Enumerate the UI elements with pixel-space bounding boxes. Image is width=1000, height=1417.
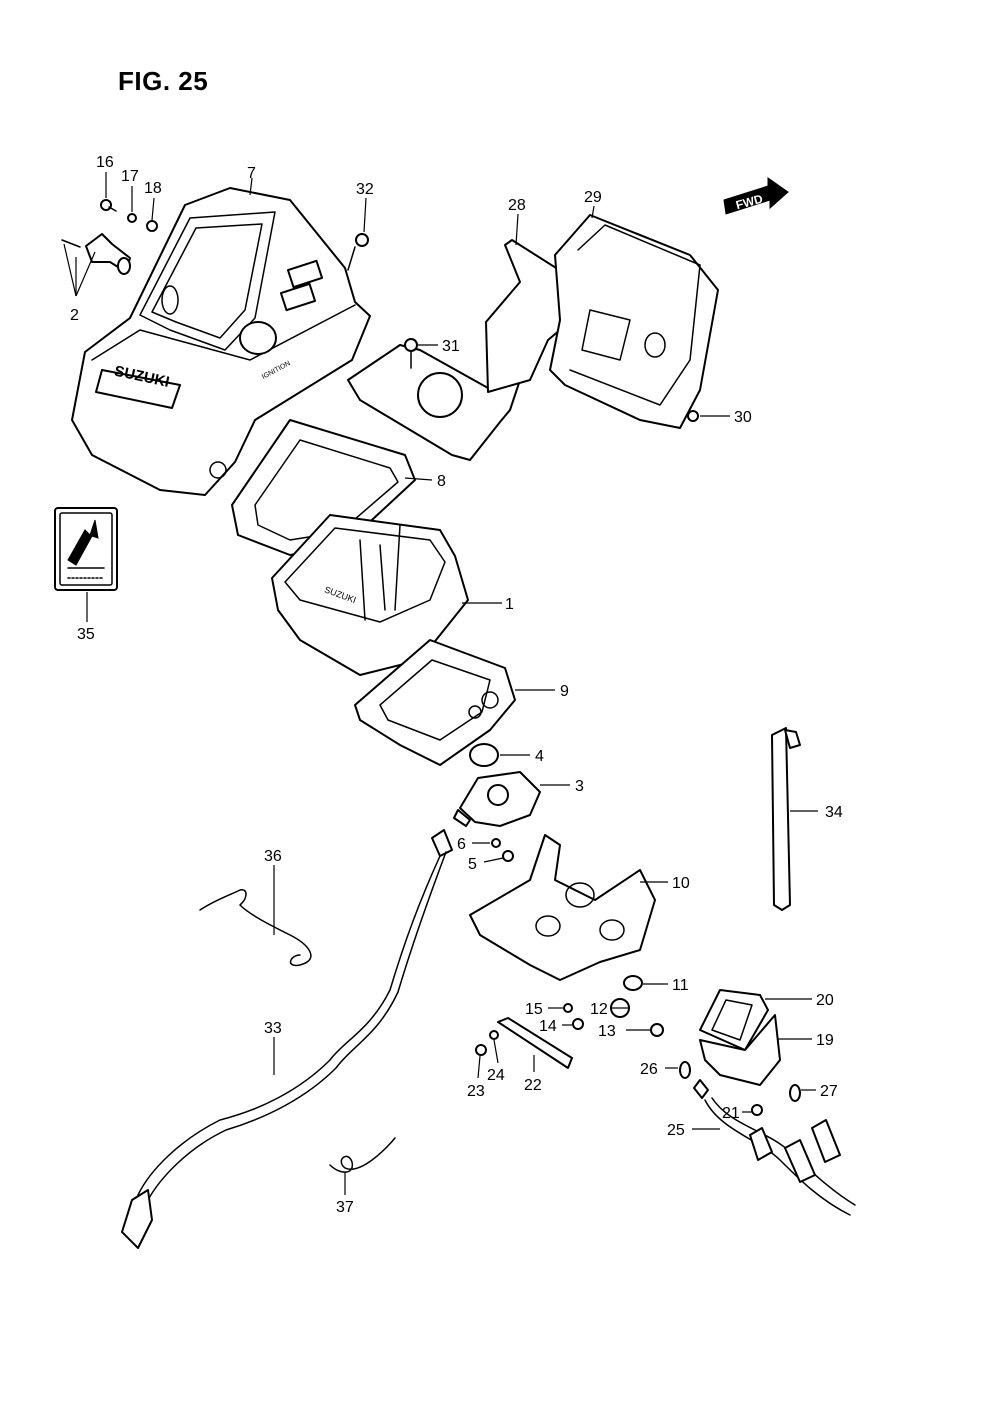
- callout-20: 20: [816, 992, 834, 1009]
- callout-7: 7: [247, 165, 256, 182]
- callout-8: 8: [437, 473, 446, 490]
- screw-part-31: [404, 338, 418, 369]
- screw-part-5: [502, 850, 514, 862]
- callout-15: 15: [525, 1001, 543, 1018]
- clip-part-36: [199, 889, 312, 967]
- callout-17: 17: [121, 168, 139, 185]
- cable-band-part-34: [771, 727, 801, 911]
- callout-29: 29: [584, 189, 602, 206]
- rear-cover-part-29: [549, 214, 719, 429]
- gear-housing-part-3: [453, 771, 541, 827]
- washer-part-17: [127, 213, 137, 223]
- callout-32: 32: [356, 181, 374, 198]
- fwd-label: FWD: [734, 192, 764, 213]
- bulb-part-26: [679, 1061, 691, 1079]
- bracket-part-28: [347, 239, 586, 461]
- callout-11: 11: [672, 977, 689, 994]
- bulb-part-21: [751, 1104, 763, 1116]
- washer-part-15: [563, 1003, 573, 1013]
- label-part-35: [54, 507, 118, 591]
- callout-25: 25: [667, 1122, 685, 1139]
- callout-5: 5: [468, 856, 477, 873]
- wiring-harness-part-25: [693, 1079, 856, 1216]
- callout-18: 18: [144, 180, 162, 197]
- callout-9: 9: [560, 683, 569, 700]
- callout-23: 23: [467, 1083, 485, 1100]
- callout-24: 24: [487, 1067, 505, 1084]
- callout-22: 22: [524, 1077, 542, 1094]
- clip-part-37: [329, 1137, 396, 1173]
- callout-16: 16: [96, 154, 114, 171]
- bulb-part-27: [789, 1084, 801, 1102]
- screw-part-32: [347, 233, 369, 271]
- callout-34: 34: [825, 804, 843, 821]
- plate-part-22: [497, 1017, 573, 1069]
- callout-12: 12: [590, 1001, 608, 1018]
- callout-14: 14: [539, 1018, 557, 1035]
- callout-26: 26: [640, 1061, 658, 1078]
- fwd-arrow-icon: FWD: [723, 177, 789, 215]
- meter-cover-part-7: SUZUKI IGNITION: [71, 187, 371, 496]
- bolt-part-16: [100, 199, 117, 212]
- callout-31: 31: [442, 338, 460, 355]
- callout-3: 3: [575, 778, 584, 795]
- speedometer-cable-part-33: [121, 829, 453, 1249]
- callout-27: 27: [820, 1083, 838, 1100]
- callout-10: 10: [672, 875, 690, 892]
- nut-part-13: [650, 1023, 664, 1037]
- socket-part-20: [699, 989, 769, 1051]
- callout-2: 2: [70, 307, 79, 324]
- screw-part-23: [475, 1044, 487, 1056]
- callout-21: 21: [722, 1105, 740, 1122]
- washer-part-6: [491, 838, 501, 848]
- callout-13: 13: [598, 1023, 616, 1040]
- callout-37: 37: [336, 1199, 354, 1216]
- meter-bracket-part-10: [469, 834, 656, 981]
- lamp-housing-part-19: [699, 1014, 781, 1086]
- nut-part-18: [146, 220, 158, 232]
- callout-1: 1: [505, 596, 514, 613]
- screw-part-14: [572, 1018, 584, 1030]
- leader-lines: [63, 172, 818, 1195]
- o-ring-part-4: [469, 743, 499, 767]
- screw-part-30: [687, 410, 699, 422]
- meter-base-part-9: [354, 639, 516, 766]
- speedometer-part-1: SUZUKI: [271, 514, 469, 676]
- callout-6: 6: [457, 836, 466, 853]
- washer-part-24: [489, 1030, 499, 1040]
- figure-title: FIG. 25: [118, 66, 209, 96]
- grommet-part-11: [623, 975, 643, 991]
- callout-36: 36: [264, 848, 282, 865]
- callout-19: 19: [816, 1032, 834, 1049]
- callout-labels: 1 2 3 4 5 6 7 8 9 10 11 12 13 14 15 16 1…: [70, 154, 843, 1216]
- knob-part-2: [61, 233, 131, 275]
- callout-28: 28: [508, 197, 526, 214]
- callout-33: 33: [264, 1020, 282, 1037]
- callout-4: 4: [535, 748, 544, 765]
- callout-35: 35: [77, 626, 95, 643]
- callout-30: 30: [734, 409, 752, 426]
